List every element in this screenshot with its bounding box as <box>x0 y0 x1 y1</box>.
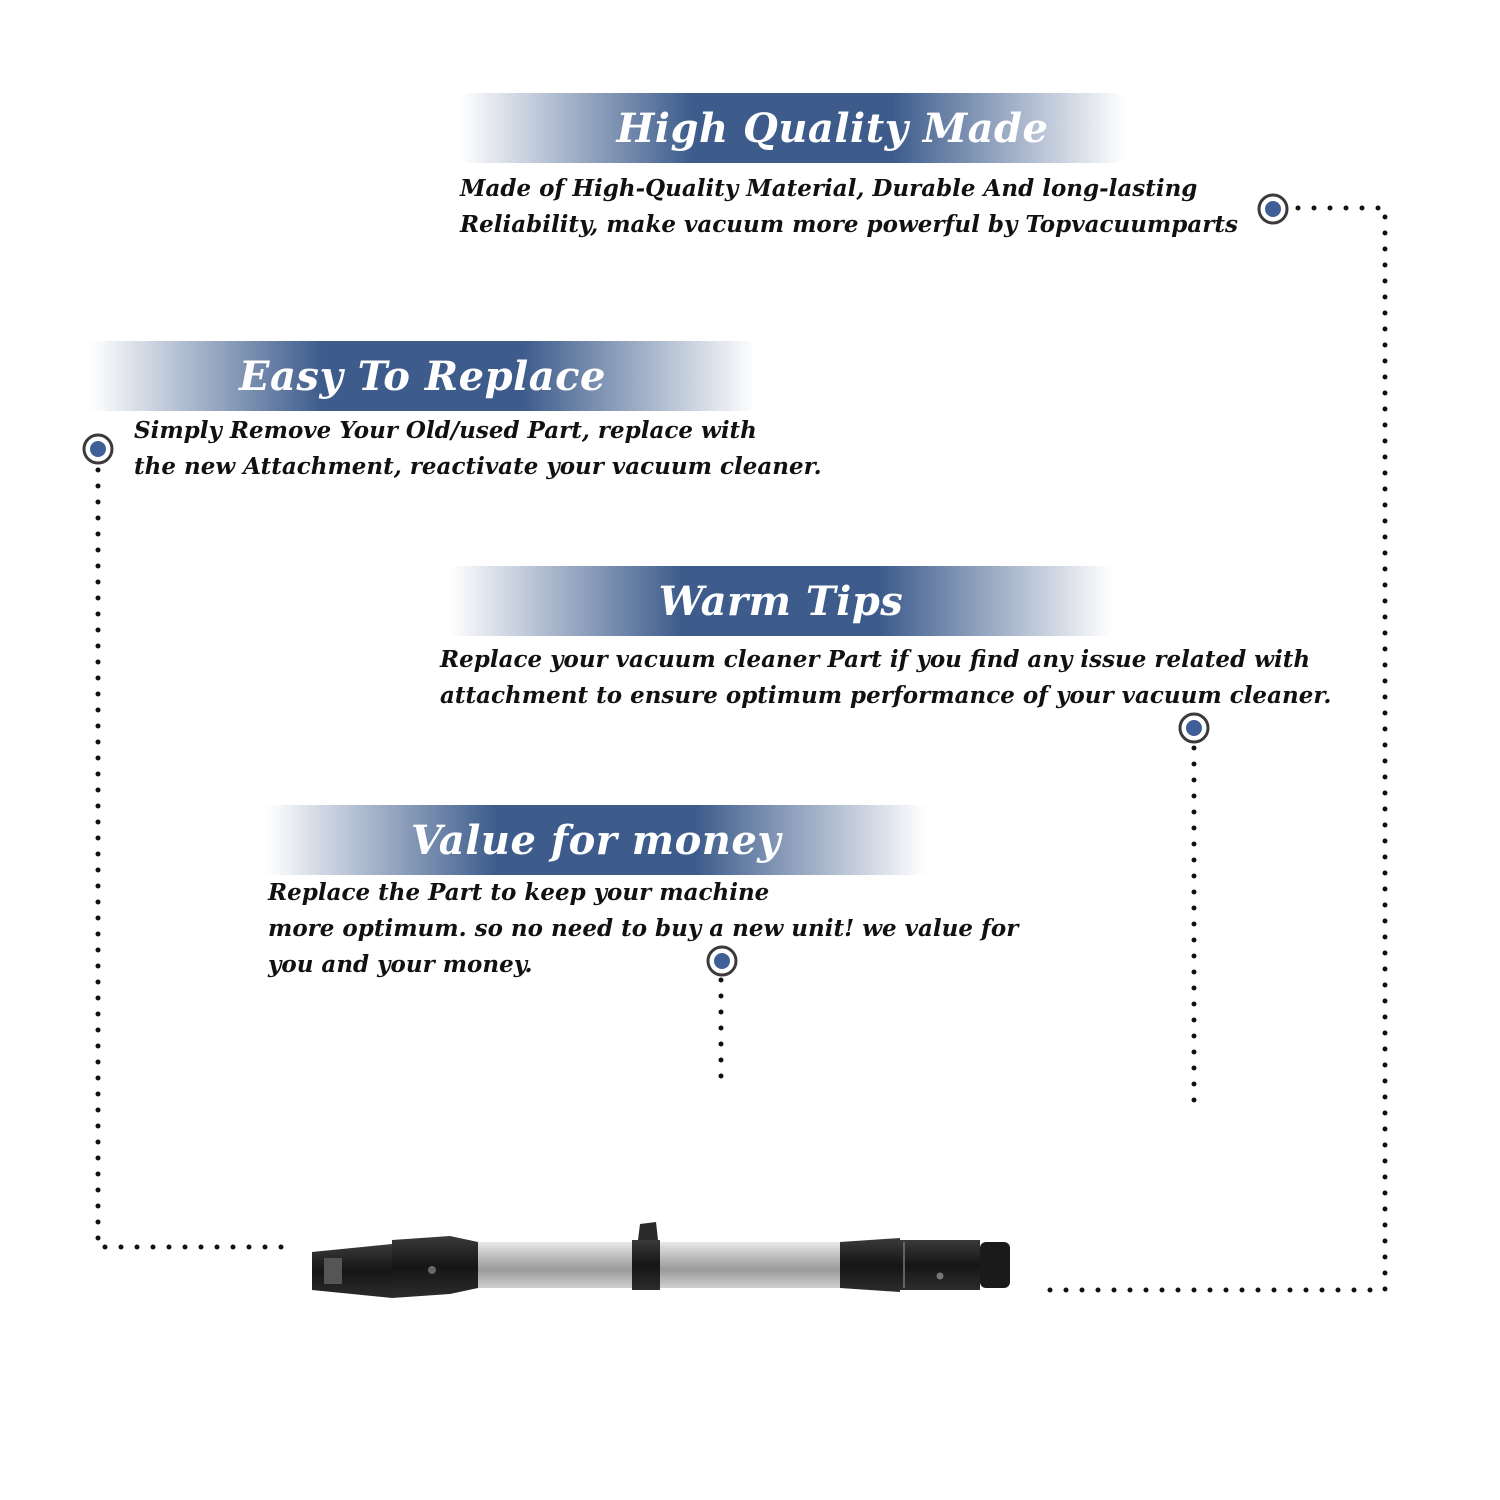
vacuum-extension-wand-icon <box>312 1222 1010 1298</box>
banner-easy-replace: Easy To Replace <box>90 341 755 411</box>
description-line: Replace the Part to keep your machine <box>268 879 770 906</box>
bullet-marker-icon <box>82 433 114 465</box>
description-line: Simply Remove Your Old/used Part, replac… <box>134 417 757 444</box>
description-line: you and your money. <box>268 951 533 978</box>
banner-title: Value for money <box>410 816 782 864</box>
banner-title: High Quality Made <box>616 104 1049 152</box>
feature-description: Simply Remove Your Old/used Part, replac… <box>134 413 822 485</box>
banner-warm-tips: Warm Tips <box>450 566 1112 636</box>
banner-title: Easy To Replace <box>239 352 606 400</box>
feature-description: Replace your vacuum cleaner Part if you … <box>440 642 1331 714</box>
description-line: attachment to ensure optimum performance… <box>440 682 1332 709</box>
description-line: Made of High-Quality Material, Durable A… <box>460 175 1198 202</box>
feature-description: Made of High-Quality Material, Durable A… <box>460 171 1238 243</box>
bullet-marker-icon <box>1257 193 1289 225</box>
bullet-marker-icon <box>706 945 738 977</box>
banner-value-money: Value for money <box>266 805 926 875</box>
connector-high-quality <box>1032 205 1388 1293</box>
feature-description: Replace the Part to keep your machine mo… <box>268 875 1018 983</box>
banner-high-quality: High Quality Made <box>460 93 1125 163</box>
bullet-marker-icon <box>1178 712 1210 744</box>
description-line: Replace your vacuum cleaner Part if you … <box>440 646 1311 673</box>
description-line: more optimum. so no need to buy a new un… <box>268 915 1019 942</box>
description-line: the new Attachment, reactivate your vacu… <box>134 453 822 480</box>
description-line: Reliability, make vacuum more powerful b… <box>460 211 1238 238</box>
banner-title: Warm Tips <box>658 577 904 625</box>
